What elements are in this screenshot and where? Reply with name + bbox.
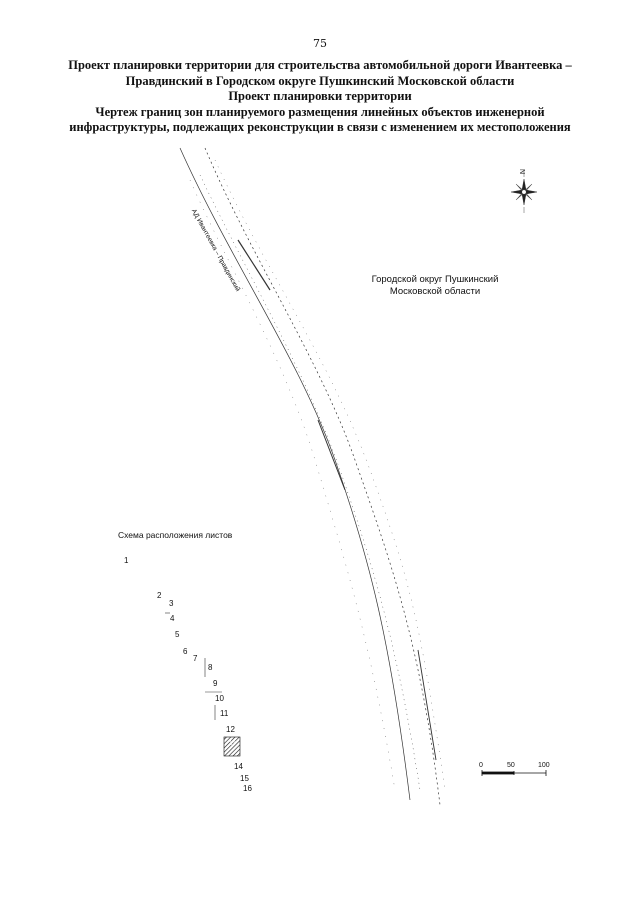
sheet-14: 14 bbox=[234, 762, 243, 771]
sheet-13-hatched-box bbox=[223, 736, 241, 757]
sheet-3: 3 bbox=[169, 599, 174, 608]
document-title: Проект планировки территории для строите… bbox=[30, 58, 610, 136]
sheet-10: 10 bbox=[215, 694, 224, 703]
scale-bar bbox=[481, 770, 547, 776]
title-line-2: Правдинский в Городском округе Пушкински… bbox=[125, 73, 515, 88]
sheet-13: 13 bbox=[229, 741, 236, 747]
compass-rose-icon bbox=[510, 170, 538, 213]
road-line-bold-1 bbox=[237, 239, 271, 291]
sheet-9: 9 bbox=[213, 679, 218, 688]
corridor-edge-west bbox=[179, 147, 411, 801]
sheet-4: 4 bbox=[170, 614, 175, 623]
road-line-bold-3 bbox=[417, 649, 437, 761]
sheet-1: 1 bbox=[124, 556, 129, 565]
sheet-scheme-lines bbox=[165, 612, 222, 720]
sheet-6: 6 bbox=[183, 647, 188, 656]
sheet-13-highlight bbox=[223, 736, 241, 757]
sheet-16: 16 bbox=[243, 784, 252, 793]
north-letter: N bbox=[518, 168, 526, 175]
sheet-8: 8 bbox=[208, 663, 213, 672]
road-corridor bbox=[179, 147, 446, 806]
side-dots-1 bbox=[214, 159, 446, 791]
sheet-15: 15 bbox=[240, 774, 249, 783]
scale-label-100: 100 bbox=[538, 762, 550, 769]
sheet-11: 11 bbox=[220, 709, 229, 718]
sheet-7: 7 bbox=[193, 654, 198, 663]
road-centerline bbox=[199, 174, 421, 791]
title-line-4: Чертеж границ зон планируемого размещени… bbox=[95, 104, 545, 119]
region-label-line-1: Городской округ Пушкинский bbox=[371, 274, 499, 285]
sheet-2: 2 bbox=[157, 591, 162, 600]
scale-label-0: 0 bbox=[479, 762, 483, 769]
title-line-1: Проект планировки территории для строите… bbox=[68, 58, 572, 72]
title-line-3: Проект планировки территории bbox=[228, 89, 412, 103]
scale-label-50: 50 bbox=[507, 762, 515, 769]
sheet-5: 5 bbox=[175, 630, 180, 639]
region-label-line-2: Московской области bbox=[389, 286, 481, 297]
page-number: 75 bbox=[313, 37, 327, 50]
road-line-bold-2 bbox=[317, 419, 346, 491]
title-line-5: инфраструктуры, подлежащих реконструкции… bbox=[69, 120, 571, 134]
sheet-12: 12 bbox=[226, 725, 235, 734]
corridor-edge-east bbox=[204, 147, 441, 806]
scheme-title: Схема расположения листов bbox=[118, 530, 233, 540]
region-label: Городской округ Пушкинский Московской об… bbox=[355, 274, 515, 298]
